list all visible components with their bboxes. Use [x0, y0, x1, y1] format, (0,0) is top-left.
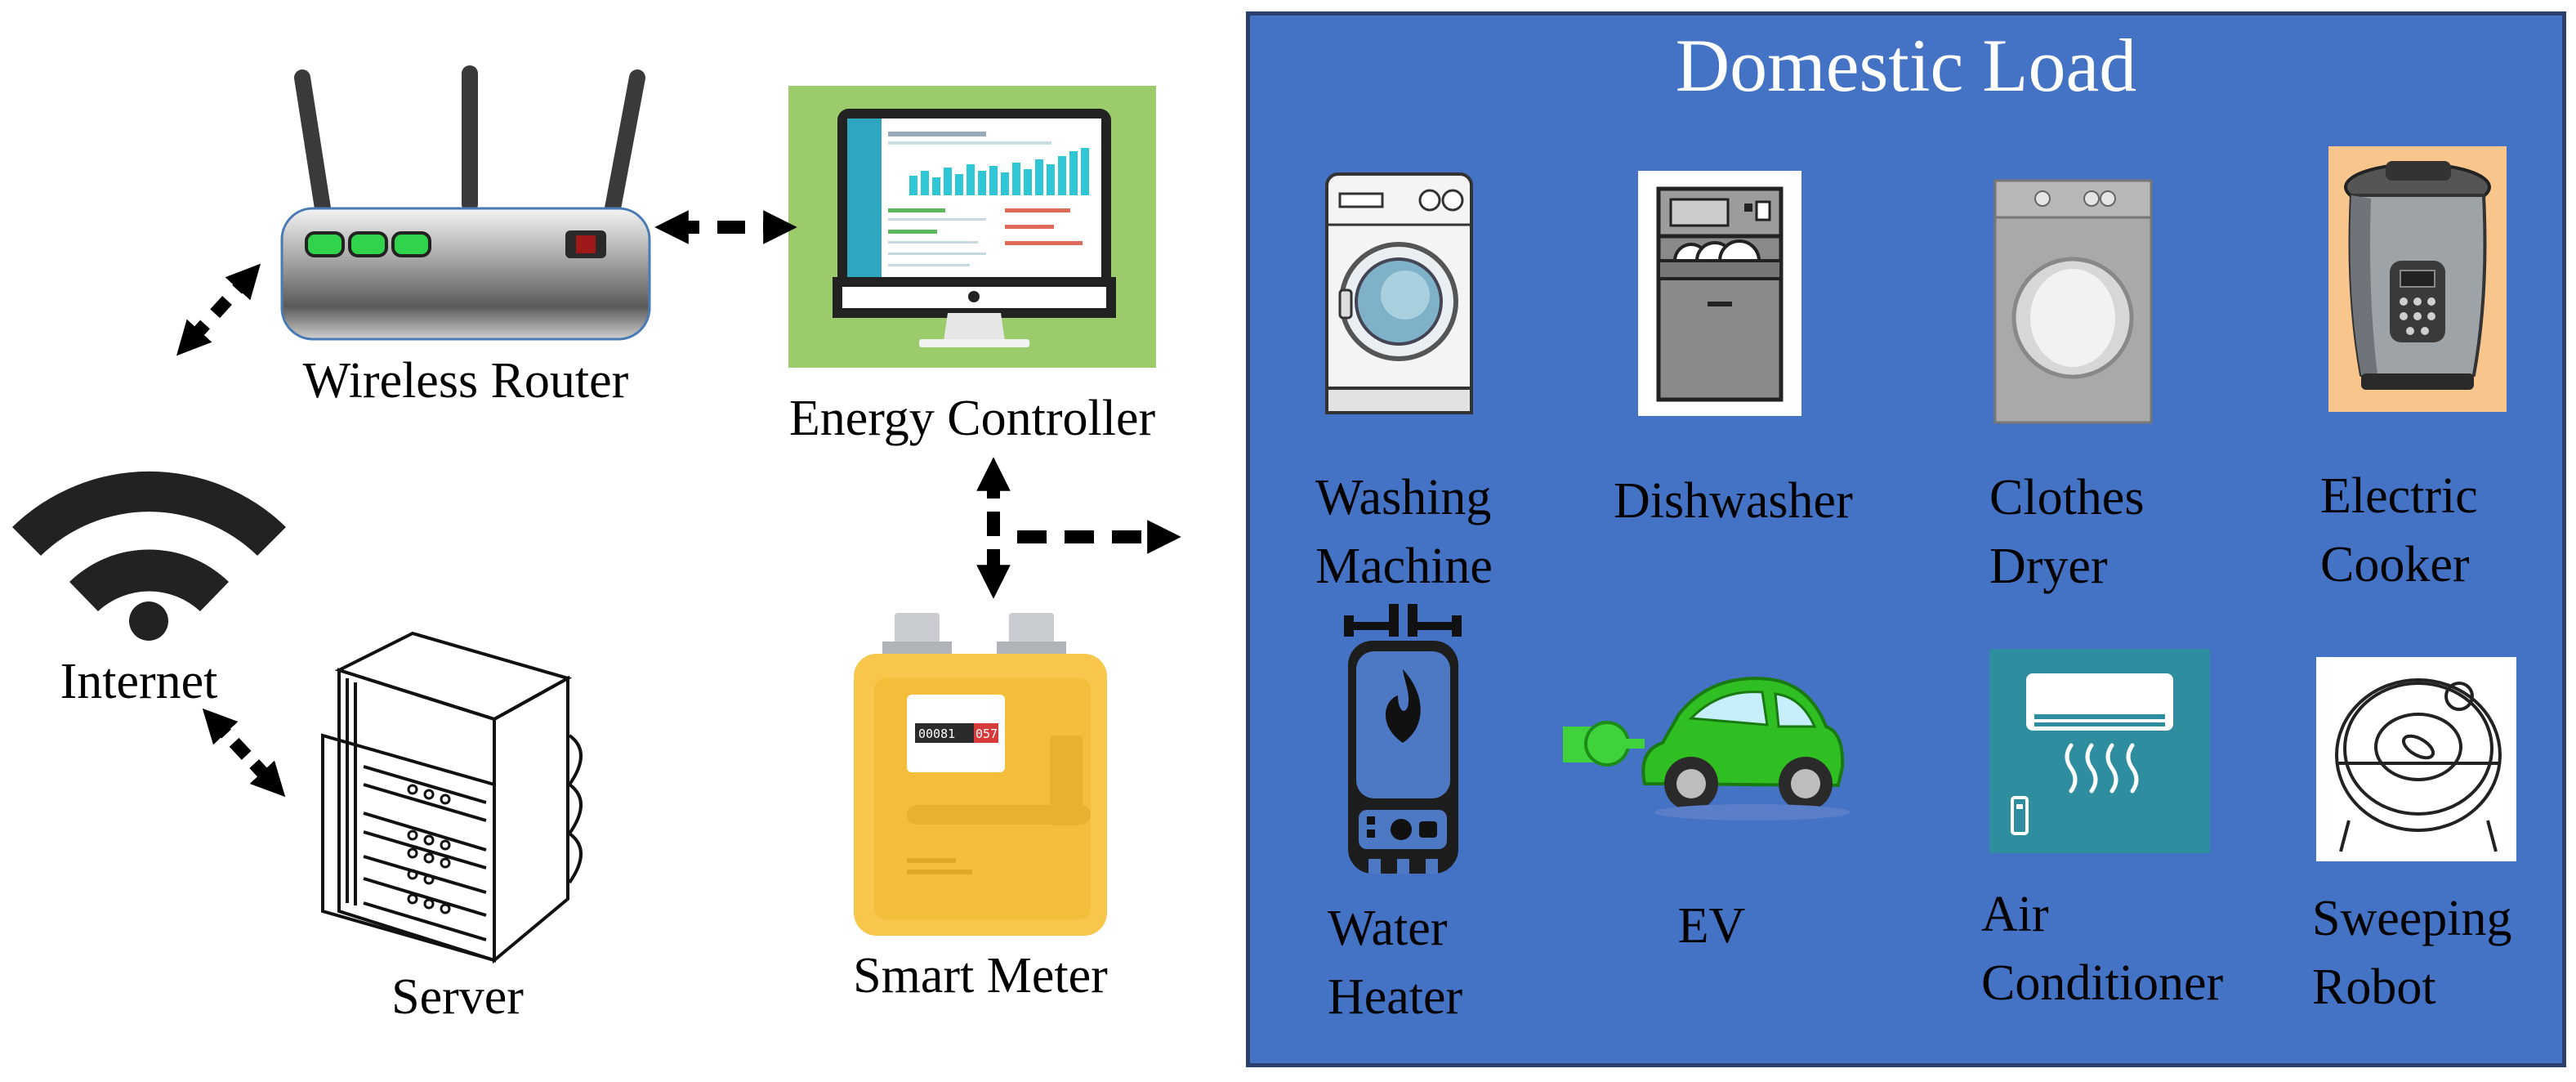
server-rack-icon	[321, 631, 583, 964]
smart-meter-label: Smart Meter	[853, 948, 1108, 1004]
electric-cooker-icon	[2344, 161, 2491, 390]
clothes-dryer-icon	[1993, 179, 2153, 424]
air-conditioner-icon	[2011, 673, 2173, 835]
robot-vacuum-icon	[2335, 678, 2502, 852]
monitor-dashboard-icon	[833, 109, 1116, 347]
domestic-load-title: Domestic Load	[1675, 24, 2137, 107]
meter-digits-red: 057	[975, 727, 998, 741]
internet-label: Internet	[60, 654, 218, 709]
appliance-label-dishwasher: Dishwasher	[1614, 473, 1853, 529]
energy-controller-label: Energy Controller	[788, 391, 1156, 446]
wireless-router-icon	[280, 65, 651, 341]
robot-tile	[2316, 657, 2516, 861]
dishwasher-icon	[1656, 186, 1784, 402]
wifi-icon	[12, 471, 286, 641]
water-heater-icon	[1344, 604, 1462, 874]
electric-car-icon	[1563, 677, 1851, 820]
arrow-internet-server	[202, 708, 286, 798]
gas-meter-icon: 00081 057	[854, 613, 1107, 936]
arrow-router-internet	[176, 263, 261, 356]
washing-machine-icon	[1325, 172, 1473, 414]
wireless-router-label: Wireless Router	[302, 353, 629, 409]
appliance-label-ev: EV	[1677, 898, 1746, 954]
server-label: Server	[391, 969, 524, 1025]
meter-digits-black: 00081	[918, 727, 955, 741]
